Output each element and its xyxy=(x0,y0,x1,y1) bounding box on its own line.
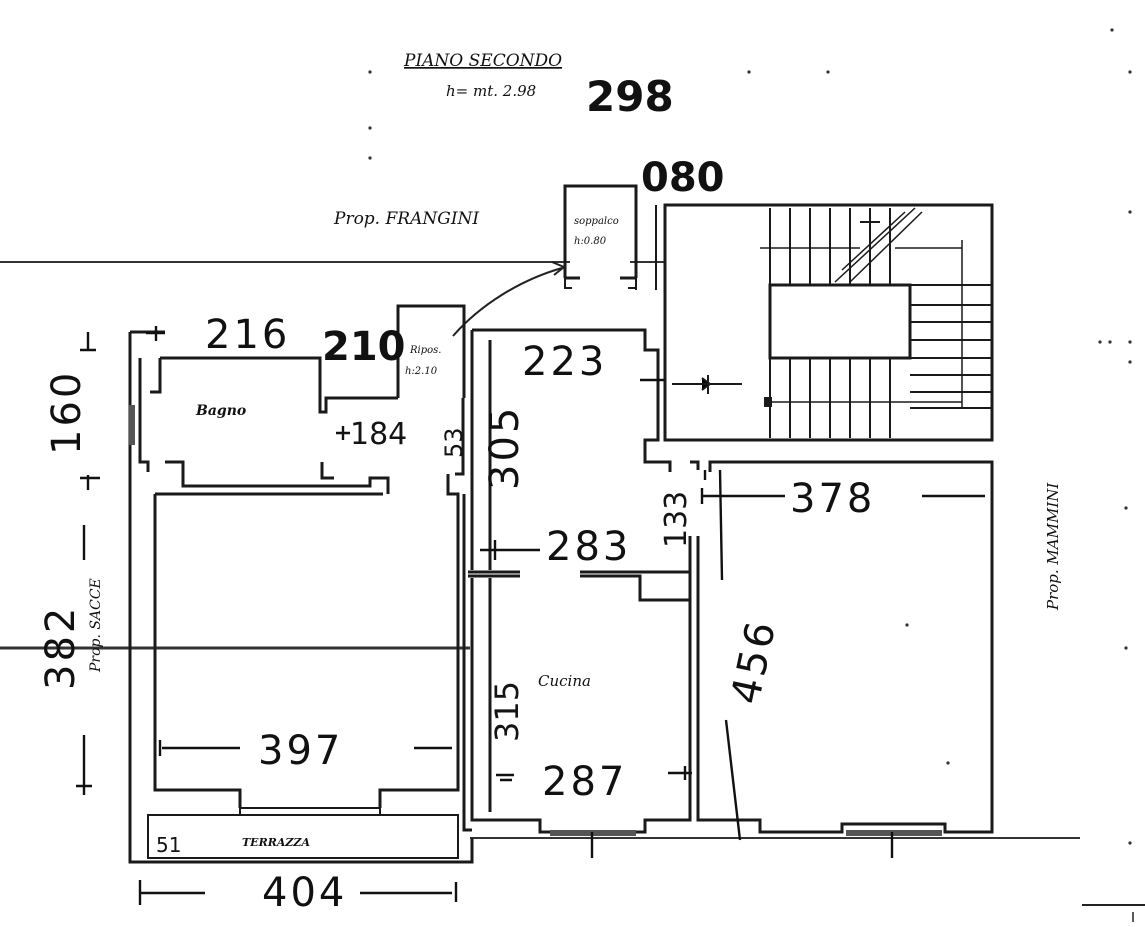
staircase xyxy=(672,207,992,438)
dim-315: 315 xyxy=(488,681,526,742)
window-east-room xyxy=(846,830,942,836)
floor-title: PIANO SECONDO xyxy=(403,51,562,71)
dim-223: 223 xyxy=(522,339,607,385)
ripostiglio: Ripos. h:2.10 xyxy=(396,304,466,398)
dim-397: 397 xyxy=(258,728,343,774)
dim-404: 404 xyxy=(262,870,347,916)
dim-305: 305 xyxy=(482,405,528,490)
dim-184: 184 xyxy=(350,417,407,452)
ripostiglio-height: h:2.10 xyxy=(405,366,438,377)
dim-53: 53 xyxy=(440,427,468,458)
dim-216: 216 xyxy=(205,312,290,358)
dim-160: 160 xyxy=(44,370,90,455)
room-bagno-label: Bagno xyxy=(195,403,246,419)
window-bathroom xyxy=(129,405,135,445)
walls xyxy=(128,203,994,864)
dim-382: 382 xyxy=(38,605,84,690)
dim-283: 283 xyxy=(546,524,631,570)
dim-51: 51 xyxy=(156,833,181,857)
header: PIANO SECONDO h= mt. 2.98 298 080 xyxy=(403,51,725,201)
dim-133: 133 xyxy=(659,491,694,548)
dim-456: 456 xyxy=(723,615,786,708)
dim-287: 287 xyxy=(542,759,627,805)
soppalco-height: h:0.80 xyxy=(574,236,607,247)
room-terrazza-label: TERRAZZA xyxy=(242,836,310,849)
soppalco-name: soppalco xyxy=(574,216,619,227)
dimension-lines xyxy=(76,326,985,905)
dim-210: 210 xyxy=(322,324,406,370)
ripostiglio-name: Ripos. xyxy=(409,345,441,356)
neighbor-west-label: Prop. SACCE xyxy=(88,578,104,673)
height-note: h= mt. 2.98 xyxy=(446,82,536,100)
room-cucina-label: Cucina xyxy=(538,672,591,690)
sheet-number: 298 xyxy=(586,72,674,121)
neighbor-east-label: Prop. MAMMINI xyxy=(1044,482,1062,611)
code-number: 080 xyxy=(641,155,725,201)
reference-dots xyxy=(368,28,1132,845)
neighbor-north-label: Prop. FRANGINI xyxy=(333,209,479,229)
dim-378: 378 xyxy=(790,476,875,522)
boundary-lines xyxy=(0,261,1145,922)
